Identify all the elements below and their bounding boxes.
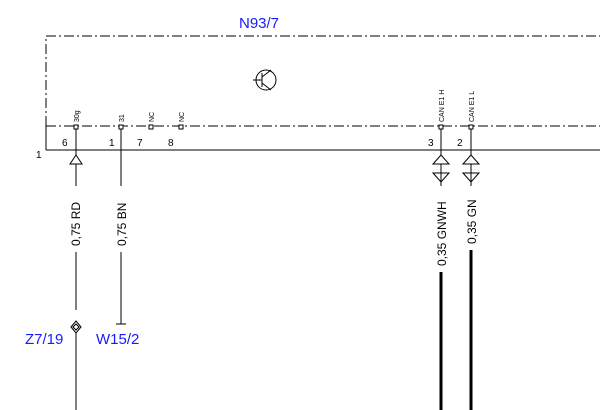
line-number: 1 [36,150,42,161]
wire-label: 0,75 RD [69,202,83,246]
pin-number: 6 [62,138,68,149]
wire-label: 0,35 GNWH [435,201,449,266]
pin-number: 8 [168,138,174,149]
wire-gn: 0,35 GN [461,129,481,410]
target-label: W15/2 [96,331,139,348]
pin-signal-label: 30g [74,110,81,122]
wire-gnwh: 0,35 GNWH [431,129,451,410]
wire-bn: 0,75 BN W15/2 [96,129,139,348]
transistor-icon [253,69,277,91]
pin-8: NC 8 [168,112,186,149]
pin-signal-label: 31 [119,114,126,122]
wire-label: 0,75 BN [115,203,129,246]
wire-label: 0,35 GN [465,199,479,244]
wire-rd: 0,75 RD Z7/19 [25,129,83,410]
pin-signal-label: NC [149,112,156,122]
pin-signal-label: CAN E1 H [439,90,446,122]
pin-signal-label: CAN E1 L [469,91,476,122]
target-label: Z7/19 [25,331,63,348]
pin-3: CAN E1 H 3 [428,90,446,149]
pin-2: CAN E1 L 2 [457,91,476,149]
pin-number: 2 [457,138,463,149]
pin-number: 1 [109,138,115,149]
component-boundary [45,35,600,126]
pin-number: 7 [137,138,143,149]
pin-6: 30g 6 [62,110,81,149]
pin-number: 3 [428,138,434,149]
pin-signal-label: NC [179,112,186,122]
pin-1: 31 1 [109,114,126,149]
pin-7: NC 7 [137,112,156,149]
component-label: N93/7 [239,15,279,32]
